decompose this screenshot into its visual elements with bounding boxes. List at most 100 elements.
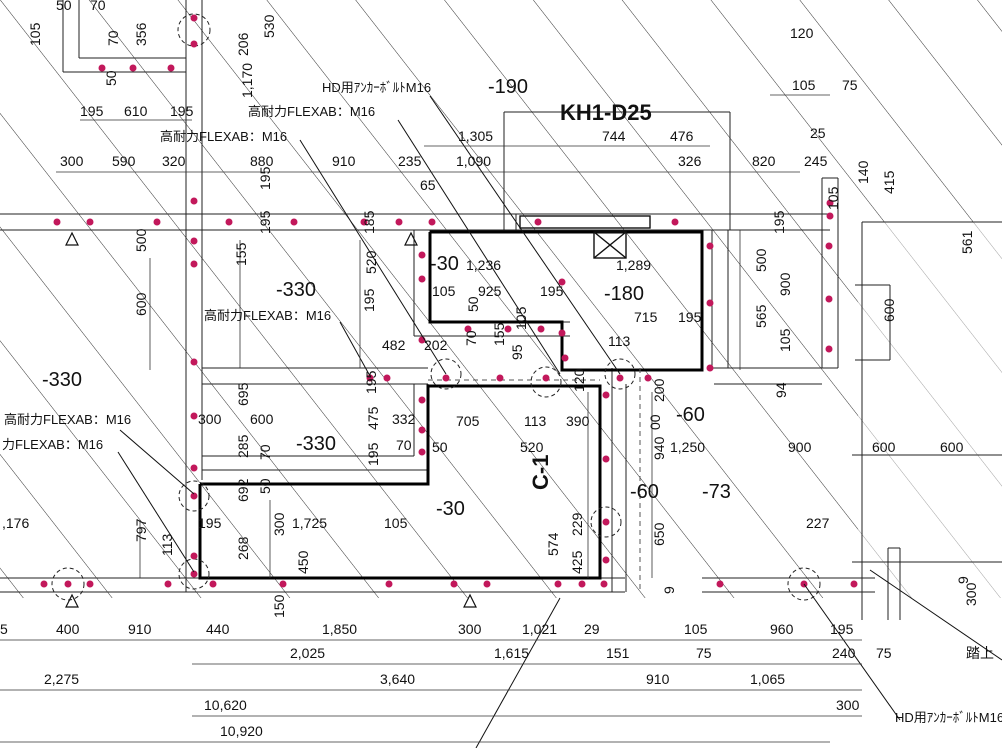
dim-value: 1,090 xyxy=(456,153,491,169)
level-30-b: -30 xyxy=(436,498,465,520)
flexab-label-4: 高耐力FLEXAB：M16 xyxy=(4,412,131,427)
dim-value: 425 xyxy=(569,550,585,574)
dim-value: 900 xyxy=(777,272,793,296)
level-190: -190 xyxy=(488,76,528,98)
dim-value: 75 xyxy=(842,77,858,93)
dim-value: 155 xyxy=(491,322,507,346)
dim-value: 195 xyxy=(363,370,379,394)
dim-value: 151 xyxy=(606,645,630,661)
dim-value: 2,025 xyxy=(290,645,325,661)
dim-value: 113 xyxy=(524,413,547,429)
fumi-label: 踏上 xyxy=(966,645,994,661)
dim-value: 1,305 xyxy=(458,128,493,144)
dim-value: 70 xyxy=(257,444,273,460)
dim-value: 440 xyxy=(206,621,230,637)
dim-value: 195 xyxy=(257,166,273,190)
dim-value: 1,065 xyxy=(750,671,785,687)
dim-value: 105 xyxy=(777,328,793,352)
dim-value: 940 xyxy=(651,436,667,460)
labels: KH1-D25 C-1 HD用ｱﾝｶｰﾎﾞﾙﾄM16 HD用ｱﾝｶｰﾎﾞﾙﾄM1… xyxy=(2,80,1002,725)
dim-value: 650 xyxy=(651,522,667,546)
dim-value: 227 xyxy=(806,515,830,531)
dim-value: 520 xyxy=(363,250,379,274)
dim-value: 925 xyxy=(478,283,502,299)
level-30-a: -30 xyxy=(430,253,459,275)
dim-value: 240 xyxy=(832,645,856,661)
dim-value: 195 xyxy=(361,288,377,312)
anchor-bolt-dots xyxy=(40,14,858,588)
dim-value: 120 xyxy=(571,368,587,392)
dim-value: 1,236 xyxy=(466,257,501,273)
dim-value: 960 xyxy=(770,621,794,637)
dim-value: 202 xyxy=(424,337,448,353)
reference-dashes xyxy=(428,368,641,592)
dim-value: 600 xyxy=(881,298,897,322)
level-330-a: -330 xyxy=(276,279,316,301)
dim-value: 400 xyxy=(56,621,80,637)
dim-value: 70 xyxy=(90,0,106,13)
dim-value: 75 xyxy=(696,645,712,661)
dim-value: 195 xyxy=(170,103,194,119)
dim-value: 574 xyxy=(545,532,561,556)
dim-value: 1,725 xyxy=(292,515,327,531)
flexab-label-5: 力FLEXAB：M16 xyxy=(2,437,103,452)
dim-value: 65 xyxy=(420,177,436,193)
dim-value: 70 xyxy=(105,30,121,46)
dim-value: 1,289 xyxy=(616,257,651,273)
dim-value: 140 xyxy=(855,160,871,184)
dim-value: 195 xyxy=(771,210,787,234)
dim-value: 195 xyxy=(80,103,104,119)
dim-value: 105 xyxy=(825,186,841,210)
dim-value: 692 xyxy=(235,478,251,502)
dim-value: 70 xyxy=(396,437,412,453)
dim-value: 113 xyxy=(159,533,175,556)
dim-value: 50 xyxy=(257,478,273,494)
dim-value: 195 xyxy=(678,309,702,325)
dim-value: 610 xyxy=(124,103,148,119)
dim-value: 910 xyxy=(646,671,670,687)
dim-value: 300 xyxy=(963,582,979,606)
dim-value: 715 xyxy=(634,309,658,325)
c1-label: C-1 xyxy=(528,455,553,490)
level-values: -190 -330 -330 -330 -30 -30 -180 -60 -60… xyxy=(42,76,731,520)
dim-value: 820 xyxy=(752,153,776,169)
dim-value: 561 xyxy=(959,230,975,254)
dim-value: 797 xyxy=(133,518,149,542)
dim-value: 229 xyxy=(569,512,585,536)
dim-value: 195 xyxy=(198,515,222,531)
dim-value: 900 xyxy=(788,439,812,455)
dim-value: 120 xyxy=(790,25,814,41)
dim-value: 300 xyxy=(198,411,222,427)
dim-value: 3,640 xyxy=(380,671,415,687)
dim-value: 332 xyxy=(392,411,416,427)
dim-value: 1,250 xyxy=(670,439,705,455)
dim-value: 195 xyxy=(830,621,854,637)
dim-value: 910 xyxy=(128,621,152,637)
level-60-b: -60 xyxy=(630,481,659,503)
dim-value: 94 xyxy=(773,382,789,398)
dim-value: 910 xyxy=(332,153,356,169)
dim-value: 105 xyxy=(432,283,456,299)
dim-value: 326 xyxy=(678,153,702,169)
dim-value: 320 xyxy=(162,153,186,169)
dim-value: 530 xyxy=(261,14,277,38)
dim-value: 00 xyxy=(647,414,663,430)
dim-value: 520 xyxy=(520,439,544,455)
dim-value: 235 xyxy=(398,153,422,169)
hd-anchor-label-top: HD用ｱﾝｶｰﾎﾞﾙﾄM16 xyxy=(322,80,431,95)
dim-value: 300 xyxy=(836,697,860,713)
dim-value: 195 xyxy=(540,283,564,299)
hd-anchor-label-bottom: HD用ｱﾝｶｰﾎﾞﾙﾄM16 xyxy=(895,710,1002,725)
dim-value: 500 xyxy=(133,228,149,252)
dim-value: 245 xyxy=(804,153,828,169)
dim-value: 29 xyxy=(584,621,600,637)
leader-lines xyxy=(117,95,1002,748)
dim-value: 105 xyxy=(513,306,529,330)
dim-value: 105 xyxy=(792,77,816,93)
dim-value: 705 xyxy=(456,413,480,429)
dim-value: 415 xyxy=(881,170,897,194)
dim-value: 285 xyxy=(235,434,251,458)
foundation-beams xyxy=(0,0,1002,620)
dim-value: ,176 xyxy=(2,515,29,531)
dim-value: 300 xyxy=(458,621,482,637)
